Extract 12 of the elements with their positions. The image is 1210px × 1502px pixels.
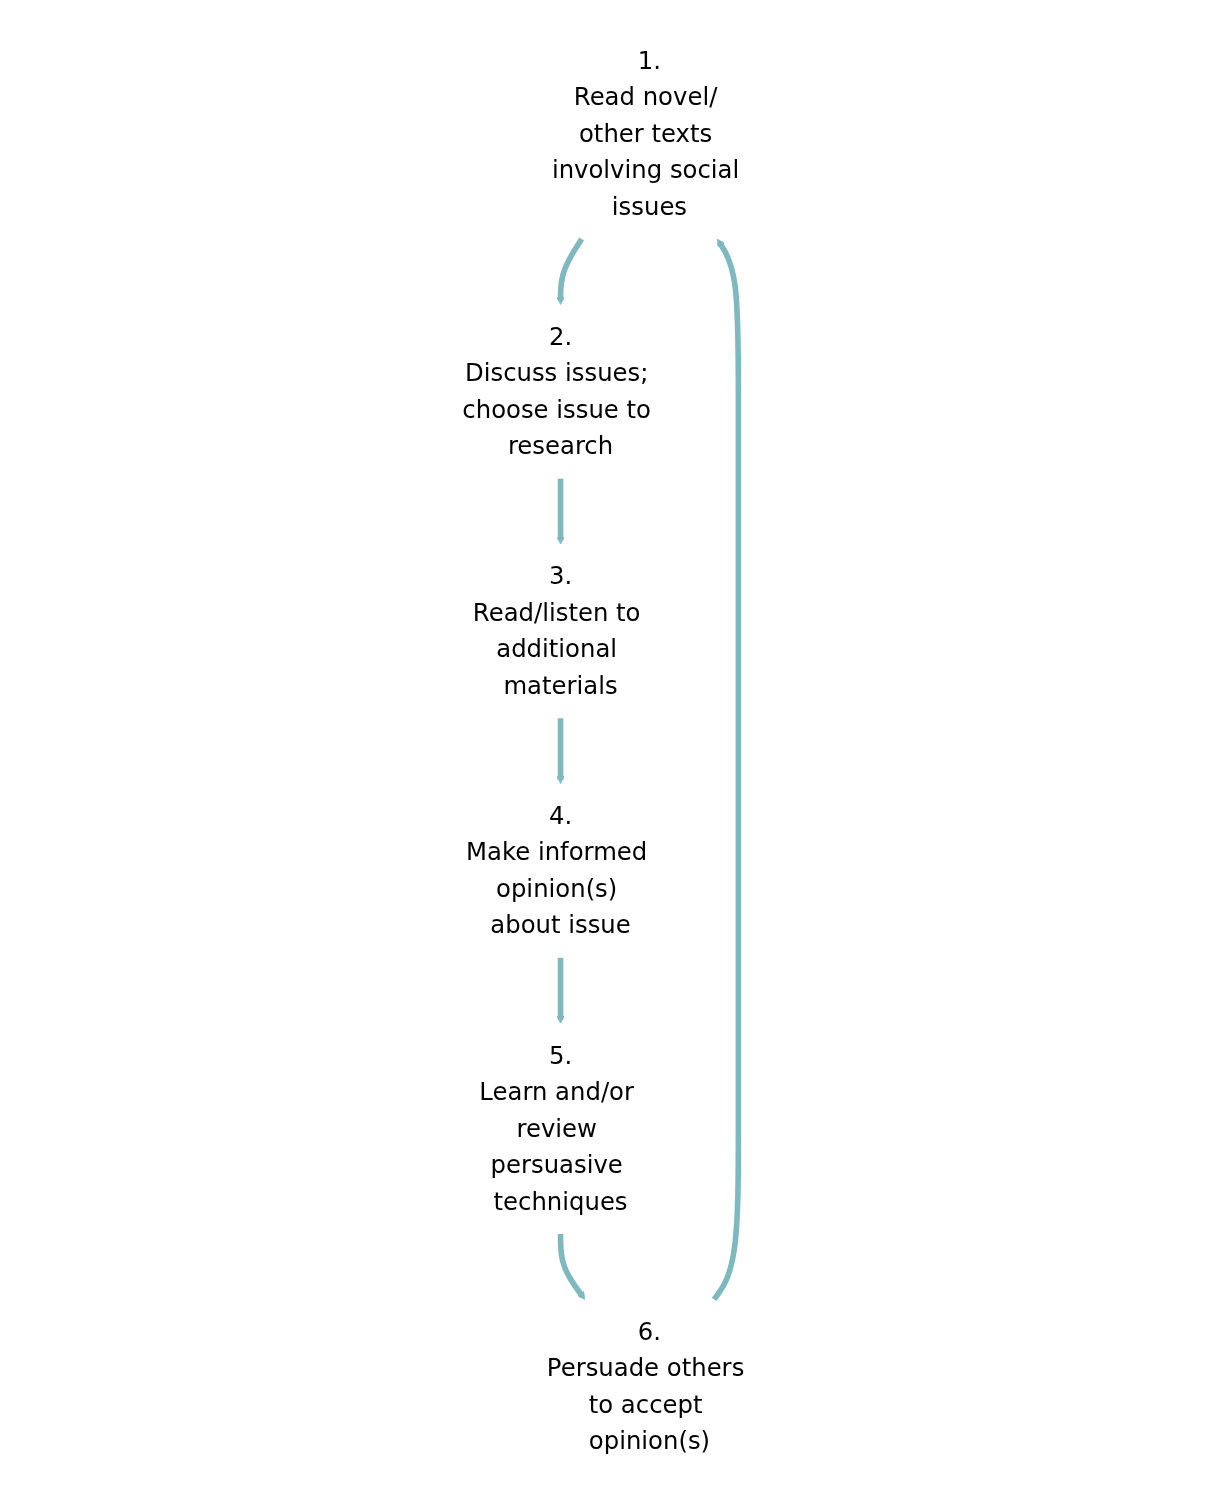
- arrow: [556, 237, 584, 305]
- node-text: 2. Discuss issues; choose issue to research: [462, 322, 651, 460]
- node-text: 3. Read/listen to additional materials: [472, 561, 641, 700]
- arrow: [556, 478, 565, 545]
- arrow: [556, 718, 565, 785]
- node-text: 1. Read novel/ other texts involving social issues: [551, 46, 740, 221]
- node-text: 5. Learn and/or review persuasive techniques: [479, 1041, 634, 1216]
- arrow: [557, 1233, 586, 1300]
- node-text: 4. Make informed opinion(s) about issue: [466, 801, 648, 940]
- arrow: [556, 957, 565, 1024]
- node-text: 6. Persuade others to accept opinion(s): [546, 1317, 745, 1455]
- arrow: [711, 238, 742, 1302]
